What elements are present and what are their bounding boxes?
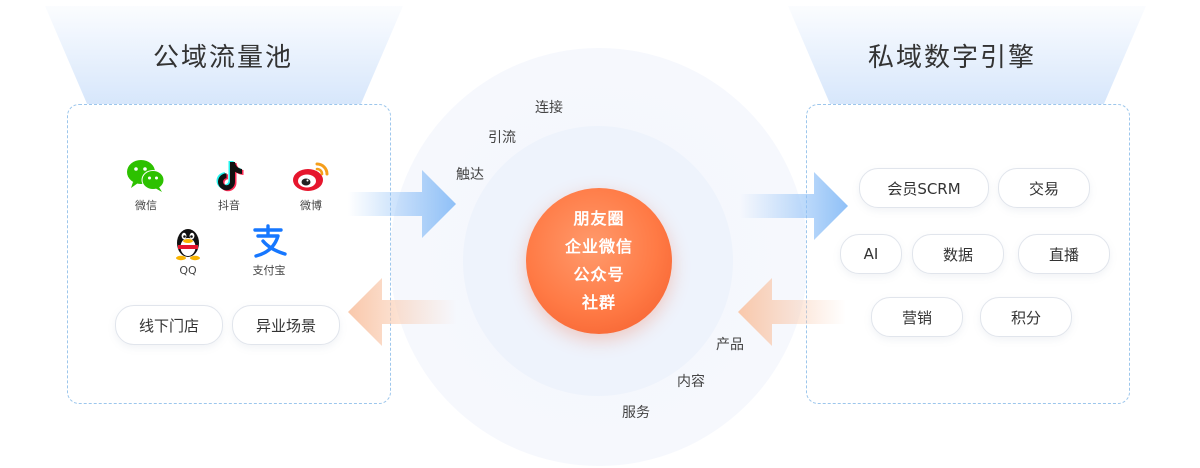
app-alipay: 支付宝 <box>239 223 299 278</box>
public-traffic-panel <box>67 104 391 404</box>
arrow-left-return-core <box>738 278 846 346</box>
private-domain-core: 朋友圈 企业微信 公众号 社群 <box>526 188 672 334</box>
app-label: 微博 <box>300 199 322 212</box>
app-douyin: 抖音 <box>199 158 259 213</box>
ring-label-attract: 引流 <box>488 130 516 146</box>
pill-marketing: 营销 <box>871 297 963 337</box>
arrow-right-inbound <box>348 170 456 238</box>
pill-data: 数据 <box>912 234 1004 274</box>
pill-ai: AI <box>840 234 902 274</box>
app-label: QQ <box>179 264 197 277</box>
app-label: 抖音 <box>218 199 240 212</box>
left-title-beam <box>45 6 403 106</box>
left-panel-title: 公域流量池 <box>153 43 294 73</box>
right-title-beam <box>788 6 1146 106</box>
arrow-left-return-public <box>348 278 456 346</box>
core-line: 朋友圈 <box>573 209 625 228</box>
wechat-icon <box>127 160 165 192</box>
app-label: 微信 <box>135 199 157 212</box>
alipay-icon <box>253 224 287 258</box>
pill-crossover-scene: 异业场景 <box>232 305 340 345</box>
ring-label-content: 内容 <box>677 374 705 390</box>
pill-member-scrm: 会员SCRM <box>859 168 989 208</box>
ring-label-product: 产品 <box>716 337 744 353</box>
ring-label-connect: 连接 <box>535 100 563 116</box>
app-qq: QQ <box>158 223 218 277</box>
weibo-icon <box>293 162 329 191</box>
pill-offline-store: 线下门店 <box>115 305 223 345</box>
app-weibo: 微博 <box>281 158 341 213</box>
core-line: 公众号 <box>573 265 625 284</box>
pill-live: 直播 <box>1018 234 1110 274</box>
qq-icon <box>176 229 200 261</box>
arrow-right-outbound <box>740 172 848 240</box>
pill-trade: 交易 <box>998 168 1090 208</box>
ring-label-reach: 触达 <box>456 167 484 183</box>
core-line: 社群 <box>581 293 616 312</box>
app-wechat: 微信 <box>116 158 176 213</box>
douyin-icon <box>216 161 244 192</box>
pill-points: 积分 <box>980 297 1072 337</box>
ring-label-service: 服务 <box>622 405 650 421</box>
right-panel-title: 私域数字引擎 <box>868 43 1037 73</box>
core-line: 企业微信 <box>564 237 633 256</box>
app-label: 支付宝 <box>252 264 286 277</box>
